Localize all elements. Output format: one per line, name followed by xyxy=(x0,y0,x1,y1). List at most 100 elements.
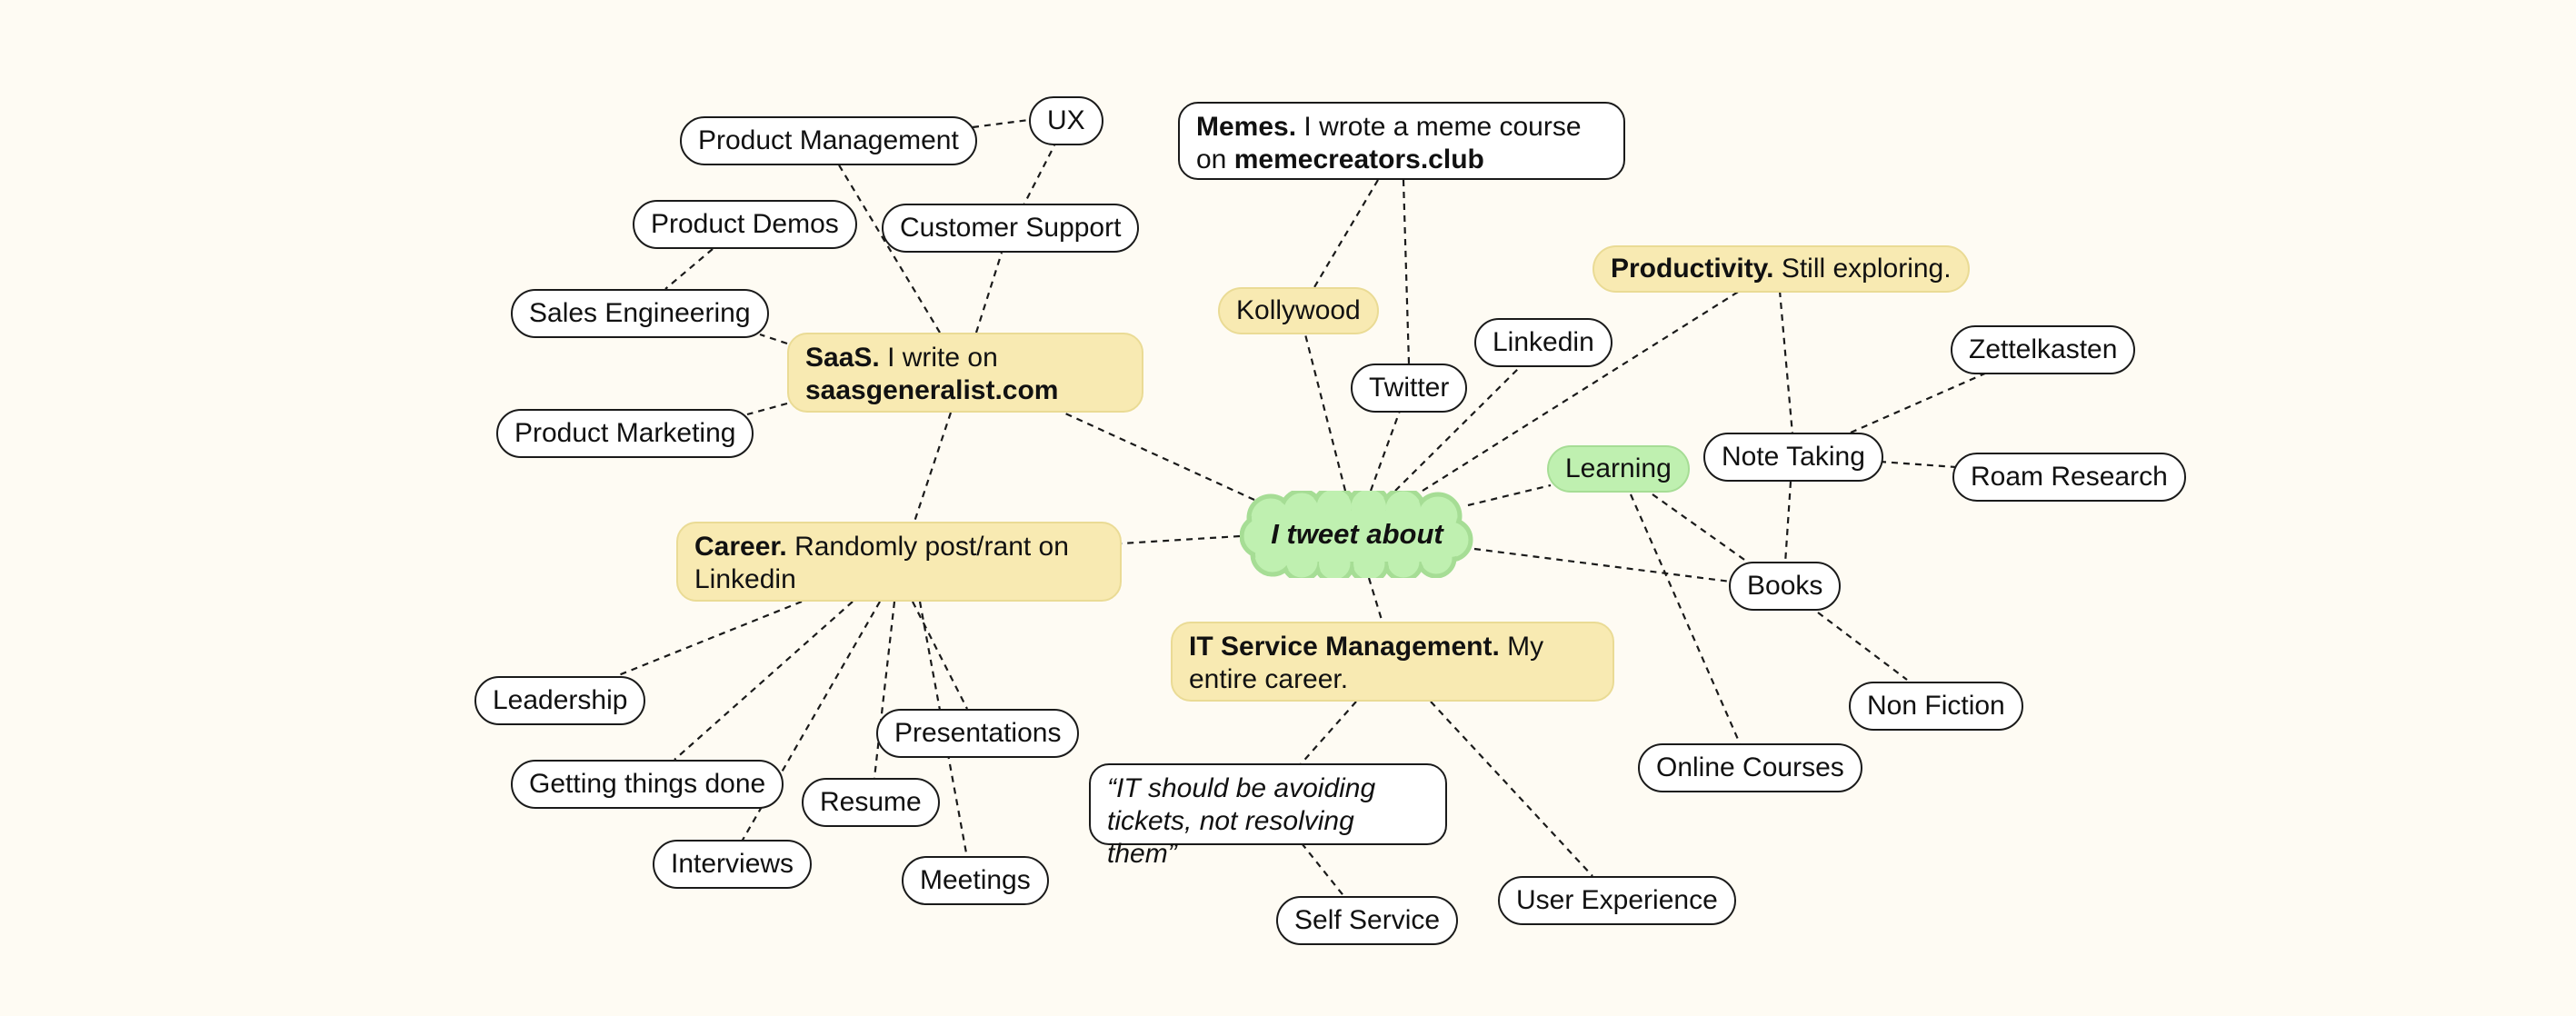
leaf-books[interactable]: Books xyxy=(1729,562,1842,611)
edge-itsm-quote xyxy=(1299,701,1357,766)
edge-saas-sales-engineering xyxy=(759,333,788,345)
leaf-label: Non Fiction xyxy=(1867,691,2005,721)
leaf-zettelkasten[interactable]: Zettelkasten xyxy=(1951,325,2136,374)
edge-quote-self-service xyxy=(1301,842,1346,899)
leaf-user-experience[interactable]: User Experience xyxy=(1498,876,1736,925)
edge-center-saas xyxy=(1063,411,1255,502)
edge-center-kollywood xyxy=(1303,334,1347,492)
edge-saas-customer-support xyxy=(974,252,1003,334)
central-topic[interactable]: I tweet about xyxy=(1240,491,1474,578)
topic-itsm[interactable]: IT Service Management. My entire career. xyxy=(1171,622,1614,702)
edge-productivity-note-taking xyxy=(1778,290,1794,435)
leaf-non-fiction[interactable]: Non Fiction xyxy=(1849,682,2023,731)
edge-career-presentations xyxy=(912,601,968,710)
edge-saas-product-marketing xyxy=(746,402,788,416)
edge-note-books xyxy=(1783,481,1792,564)
edge-career-resume xyxy=(873,601,896,779)
topic-career-text: Randomly post/rant on Linkedin xyxy=(694,532,1069,594)
edge-itsm-user-experience xyxy=(1430,701,1593,877)
edge-note-roam xyxy=(1879,460,1957,469)
leaf-label: User Experience xyxy=(1516,885,1718,915)
topic-learning-label: Learning xyxy=(1565,453,1672,483)
topic-kollywood[interactable]: Kollywood xyxy=(1218,287,1379,334)
topic-memes-link[interactable]: memecreators.club xyxy=(1233,144,1484,174)
edge-center-twitter xyxy=(1369,410,1402,492)
leaf-label: Getting things done xyxy=(529,769,766,799)
edge-pm-ux xyxy=(972,118,1030,129)
cloud-shape xyxy=(1240,491,1473,578)
leaf-label: Meetings xyxy=(920,865,1031,895)
topic-memes-text: I wrote a meme course on xyxy=(1196,112,1582,174)
leaf-online-courses[interactable]: Online Courses xyxy=(1638,743,1862,792)
edge-center-books xyxy=(1473,547,1732,583)
leaf-label: Resume xyxy=(820,787,922,817)
leaf-label: Presentations xyxy=(894,718,1062,748)
leaf-twitter[interactable]: Twitter xyxy=(1351,364,1468,413)
leaf-customer-support[interactable]: Customer Support xyxy=(882,204,1140,253)
edge-center-learning xyxy=(1467,483,1552,507)
leaf-quote-text: “IT should be avoiding tickets, not reso… xyxy=(1107,773,1376,869)
topic-saas-link[interactable]: saasgeneralist.com xyxy=(805,375,1059,405)
edge-center-linkedin xyxy=(1394,366,1521,492)
edge-demos-sales xyxy=(664,248,714,290)
edge-career-gtd xyxy=(674,601,854,761)
edge-learning-online-courses xyxy=(1629,493,1742,744)
topic-memes[interactable]: Memes. I wrote a meme course on memecrea… xyxy=(1178,102,1625,180)
leaf-label: Note Taking xyxy=(1722,442,1865,472)
leaf-ux[interactable]: UX xyxy=(1029,96,1103,145)
topic-career[interactable]: Career. Randomly post/rant on Linkedin xyxy=(676,522,1122,602)
edge-memes-kollywood xyxy=(1313,179,1379,288)
edge-learning-books xyxy=(1652,493,1748,563)
topic-productivity-text: Still exploring. xyxy=(1773,254,1952,284)
topic-productivity[interactable]: Productivity. Still exploring. xyxy=(1593,245,1970,293)
leaf-self-service[interactable]: Self Service xyxy=(1276,896,1459,945)
leaf-getting-things-done[interactable]: Getting things done xyxy=(511,760,784,809)
leaf-resume[interactable]: Resume xyxy=(802,778,940,827)
topic-kollywood-label: Kollywood xyxy=(1236,295,1361,325)
leaf-product-marketing[interactable]: Product Marketing xyxy=(496,409,754,458)
topic-saas-title: SaaS. xyxy=(805,343,880,373)
topic-career-title: Career. xyxy=(694,532,787,562)
edge-saas-product-management xyxy=(837,163,941,334)
leaf-quote[interactable]: “IT should be avoiding tickets, not reso… xyxy=(1089,763,1447,869)
leaf-label: Twitter xyxy=(1369,373,1450,403)
leaf-label: Sales Engineering xyxy=(529,298,751,328)
edge-cs-ux xyxy=(1021,144,1055,210)
leaf-label: UX xyxy=(1047,105,1085,135)
central-topic-label: I tweet about xyxy=(1271,518,1443,550)
leaf-linkedin[interactable]: Linkedin xyxy=(1474,318,1612,367)
leaf-interviews[interactable]: Interviews xyxy=(653,840,813,889)
topic-productivity-title: Productivity. xyxy=(1611,254,1774,284)
leaf-note-taking[interactable]: Note Taking xyxy=(1703,433,1883,482)
topic-memes-title: Memes. xyxy=(1196,112,1297,142)
leaf-presentations[interactable]: Presentations xyxy=(876,709,1080,758)
leaf-label: Online Courses xyxy=(1656,752,1844,782)
leaf-label: Product Demos xyxy=(651,209,839,239)
leaf-label: Linkedin xyxy=(1493,327,1594,357)
edge-books-nonfiction xyxy=(1817,612,1908,681)
topic-itsm-text: My entire career. xyxy=(1189,632,1544,694)
leaf-leadership[interactable]: Leadership xyxy=(474,676,646,725)
topic-saas-text: I write on xyxy=(879,343,998,373)
leaf-label: Interviews xyxy=(671,849,794,879)
leaf-label: Zettelkasten xyxy=(1969,334,2118,364)
topic-saas[interactable]: SaaS. I write on saasgeneralist.com xyxy=(787,333,1143,413)
leaf-meetings[interactable]: Meetings xyxy=(902,856,1049,905)
edge-center-itsm xyxy=(1367,577,1383,621)
leaf-roam-research[interactable]: Roam Research xyxy=(1952,453,2186,502)
leaf-product-management[interactable]: Product Management xyxy=(680,116,977,165)
edge-center-productivity xyxy=(1422,290,1741,492)
leaf-label: Books xyxy=(1747,571,1823,601)
leaf-label: Product Marketing xyxy=(514,418,736,448)
leaf-product-demos[interactable]: Product Demos xyxy=(633,200,857,249)
edge-career-leadership xyxy=(615,600,803,678)
leaf-sales-engineering[interactable]: Sales Engineering xyxy=(511,289,769,338)
topic-learning[interactable]: Learning xyxy=(1547,445,1690,493)
leaf-label: Customer Support xyxy=(900,213,1122,243)
leaf-label: Self Service xyxy=(1294,905,1441,935)
edge-saas-career xyxy=(913,412,953,523)
leaf-label: Roam Research xyxy=(1971,462,2168,492)
edge-center-career xyxy=(1121,534,1241,545)
topic-itsm-title: IT Service Management. xyxy=(1189,632,1500,662)
